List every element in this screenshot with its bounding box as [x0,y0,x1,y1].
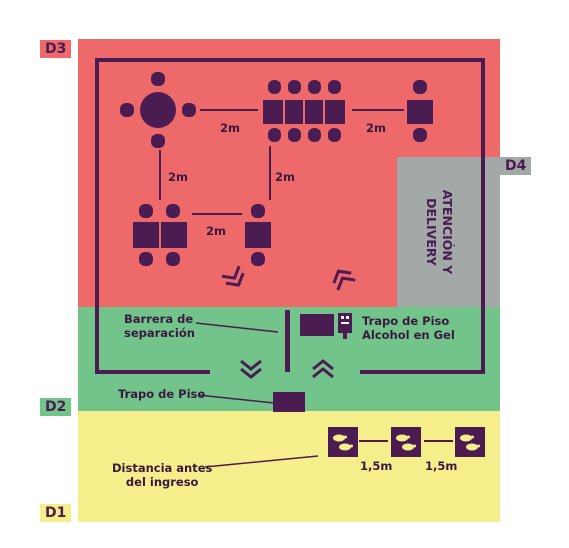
separation-barrier [285,310,290,372]
wall-bottom-left [95,370,210,374]
double-chevron-down-icon [222,265,245,287]
chair [308,128,321,142]
table-divider [283,100,285,124]
chair [151,72,165,86]
chair [120,103,134,117]
table-divider [159,222,161,248]
chair [139,252,153,266]
distance-label: 2m [168,170,188,184]
zone-d1 [78,411,500,522]
zone-label-d2: D2 [40,398,72,416]
footprints-icon [328,427,358,457]
barrier-label: Barrera de separación [124,312,195,340]
wall-right [481,58,485,374]
chair [268,80,281,94]
distance-before-entry-label: Distancia antes del ingreso [112,461,213,489]
footprints-icon [455,427,485,457]
table-divider [303,100,305,124]
chair [251,252,265,266]
chair [308,80,321,94]
double-chevron-down-icon [240,359,262,379]
chair [328,128,341,142]
zone-label-d3: D3 [40,40,72,58]
chair [139,204,153,218]
chair [413,80,427,94]
distance-label: 2m [366,121,386,135]
distance-label: 2m [220,121,240,135]
entry-floor-mat-label: Trapo de Piso [118,387,206,401]
floor-mat [300,314,334,336]
entry-floor-mat [273,392,305,412]
wall-top [95,58,485,62]
table-divider [323,100,325,124]
wall-left [95,58,99,374]
distance-label: 1,5m [360,459,393,473]
double-chevron-up-icon [312,359,334,379]
chair [288,80,301,94]
chair [328,80,341,94]
chair [151,134,165,148]
chair [166,252,180,266]
chair [251,204,265,218]
alcohol-gel-dispenser-icon [338,313,352,339]
floor-mat-gel-label: Trapo de Piso Alcohol en Gel [362,314,455,342]
square-table [407,100,433,124]
footprints-icon [391,427,421,457]
double-chevron-up-icon [332,269,356,291]
round-table [140,92,176,128]
distance-label: 2m [275,170,295,184]
chair [288,128,301,142]
zone-label-d1: D1 [40,504,72,522]
chair [268,128,281,142]
chair [166,204,180,218]
zone-label-d4: D4 [500,157,532,175]
chair [413,128,427,142]
distance-label: 2m [206,224,226,238]
square-table [245,222,271,248]
wall-bottom-right [360,370,485,374]
distance-label: 1,5m [425,459,458,473]
chair [182,103,196,117]
